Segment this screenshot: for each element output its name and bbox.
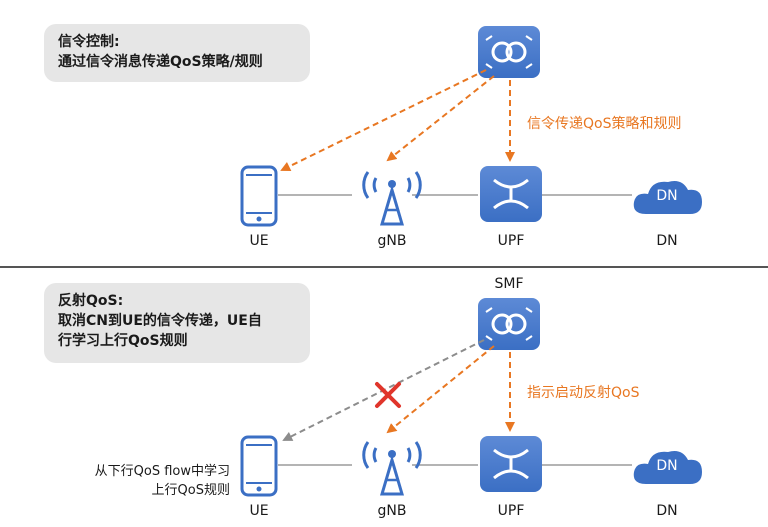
smf-bottom-icon — [478, 298, 540, 350]
upf-icon — [480, 166, 542, 222]
ue-phone-icon — [240, 165, 278, 227]
dn-cloud-icon — [633, 181, 702, 214]
blocked-cross-icon — [375, 382, 401, 408]
reflective-qos-desc-line1: 取消CN到UE的信令传递，UE自 — [58, 313, 262, 329]
smf-label: SMF — [494, 276, 524, 292]
upf-bottom-label: UPF — [497, 503, 525, 519]
dn-cloud-label: DN — [656, 188, 678, 204]
ue-bottom-label: UE — [249, 503, 269, 519]
smf-icon — [478, 26, 540, 78]
reflective-qos-desc-line2: 行学习上行QoS规则 — [58, 333, 188, 349]
section-divider — [0, 266, 768, 268]
reflective-arrow-label: 指示启动反射QoS — [527, 385, 640, 401]
upf-bottom-icon — [480, 436, 542, 492]
ue-learning-note-line1: 从下行QoS flow中学习 — [94, 464, 230, 479]
signaling-control-desc: 通过信令消息传递QoS策略/规则 — [58, 54, 263, 70]
bottom-arrows — [282, 339, 515, 441]
ue-label: UE — [249, 233, 269, 249]
reflective-qos-box: 反射QoS: 取消CN到UE的信令传递，UE自 行学习上行QoS规则 — [44, 283, 310, 363]
dn-bottom-label: DN — [656, 503, 678, 519]
ue-learning-note: 从下行QoS flow中学习 上行QoS规则 — [40, 462, 230, 500]
dn-cloud-bottom-label: DN — [656, 458, 678, 474]
gnb-label: gNB — [377, 233, 407, 249]
ue-learning-note-line2: 上行QoS规则 — [151, 483, 230, 498]
signaling-control-title: 信令控制: — [58, 34, 120, 50]
dn-cloud-bottom-icon — [633, 451, 702, 484]
signaling-arrow-label: 信令传递QoS策略和规则 — [527, 116, 682, 132]
gnb-antenna-bottom-icon — [362, 441, 422, 496]
dn-label: DN — [656, 233, 678, 249]
ue-phone-bottom-icon — [240, 435, 278, 497]
upf-label: UPF — [497, 233, 525, 249]
reflective-qos-title: 反射QoS: — [58, 293, 124, 309]
signaling-control-box: 信令控制: 通过信令消息传递QoS策略/规则 — [44, 24, 310, 82]
gnb-antenna-icon — [362, 171, 422, 226]
top-signaling-arrows — [280, 69, 515, 171]
gnb-bottom-label: gNB — [377, 503, 407, 519]
